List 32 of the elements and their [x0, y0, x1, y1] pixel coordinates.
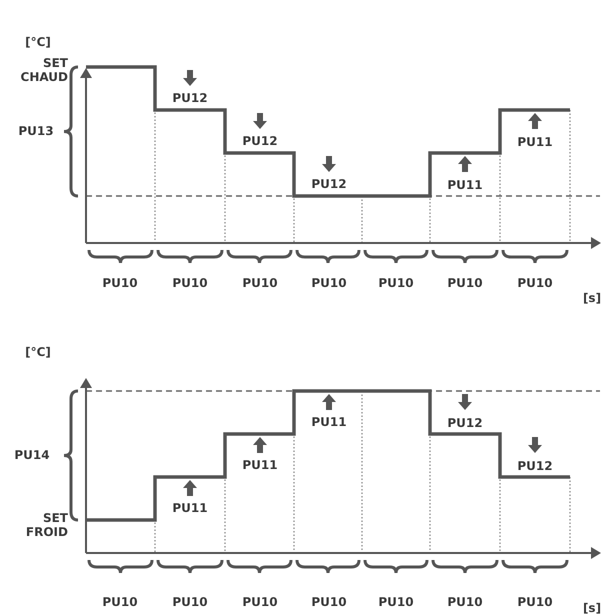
interval-label: PU10: [311, 595, 347, 609]
interval-label: PU10: [242, 595, 278, 609]
parameter-label: PU11: [311, 415, 347, 429]
interval-label: PU10: [517, 276, 553, 290]
axis-unit-label: [s]: [582, 291, 602, 305]
axis-unit-label: [°C]: [25, 345, 51, 359]
interval-label: PU10: [172, 276, 208, 290]
parameter-label: PU12: [242, 134, 278, 148]
axis-unit-label: [s]: [582, 601, 602, 615]
interval-label: PU10: [102, 595, 138, 609]
parameter-label: PU12: [311, 177, 347, 191]
interval-label: PU10: [311, 276, 347, 290]
parameter-label: PU11: [172, 501, 208, 515]
parameter-label: PU12: [172, 91, 208, 105]
parameter-label: PU13: [18, 124, 54, 138]
interval-label: PU10: [378, 595, 414, 609]
parameter-label: PU14: [14, 448, 50, 462]
interval-label: PU10: [517, 595, 553, 609]
interval-label: PU10: [172, 595, 208, 609]
setpoint-label: SET CHAUD: [20, 56, 68, 84]
parameter-label: PU11: [447, 178, 483, 192]
axis-unit-label: [°C]: [25, 35, 51, 49]
interval-label: PU10: [242, 276, 278, 290]
parameter-label: PU12: [517, 459, 553, 473]
parameter-label: PU12: [447, 416, 483, 430]
interval-label: PU10: [447, 276, 483, 290]
interval-label: PU10: [102, 276, 138, 290]
interval-label: PU10: [378, 276, 414, 290]
setpoint-label: SET FROID: [24, 511, 68, 539]
interval-label: PU10: [447, 595, 483, 609]
parameter-label: PU11: [517, 135, 553, 149]
parameter-label: PU11: [242, 458, 278, 472]
